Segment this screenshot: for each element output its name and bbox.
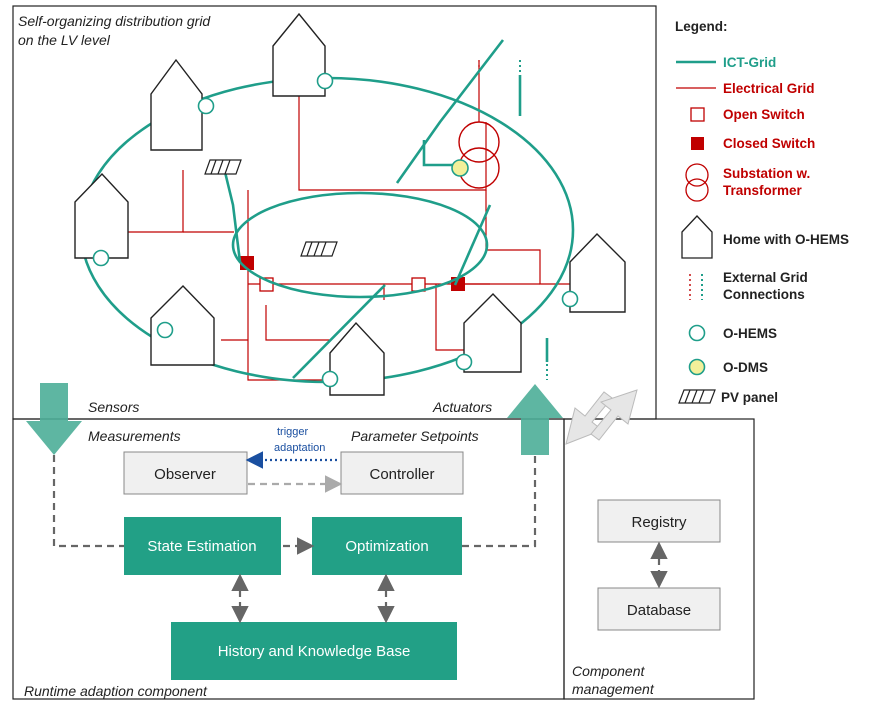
controller-box [340, 451, 464, 495]
sensors-arrow [26, 383, 82, 455]
pv-panel-icon [204, 159, 242, 175]
pv-panel-icon [300, 241, 338, 257]
legend-item-electrical: Electrical Grid [723, 81, 815, 96]
observer-label: Observer [154, 466, 216, 483]
home-icon [681, 215, 713, 259]
optimization-box [312, 517, 462, 575]
home-icon [569, 233, 626, 313]
legend-title: Legend: [675, 19, 728, 34]
grid-panel-title: Self-organizing distribution grid [18, 13, 211, 29]
sensors-label: Sensors [88, 399, 139, 415]
state-estimation-label: State Estimation [147, 538, 256, 555]
legend-item-substation: Substation w. [723, 166, 810, 181]
home-icon [329, 321, 385, 396]
legend-item-substation-2: Transformer [723, 183, 803, 198]
legend-item-external-2: Connections [723, 287, 805, 302]
legend-item-open-switch: Open Switch [723, 107, 805, 122]
transformer-icon [685, 163, 709, 202]
controller-label: Controller [369, 466, 434, 483]
home-icon [272, 12, 326, 97]
legend-item-odms: O-DMS [723, 360, 768, 375]
registry-label: Registry [631, 514, 687, 531]
observer-box [123, 451, 248, 495]
actuators-label: Actuators [432, 399, 492, 415]
pv-panel-icon [678, 389, 716, 404]
odms-circle-icon [451, 159, 469, 177]
optimization-label: Optimization [345, 538, 428, 555]
external-connection-icon [689, 274, 703, 300]
open-switch-icon [690, 107, 705, 122]
legend-item-closed-switch: Closed Switch [723, 136, 815, 151]
ohems-circle-icon [92, 72, 579, 388]
database-label: Database [627, 602, 691, 619]
parameter-setpoints-label: Parameter Setpoints [351, 428, 479, 444]
history-label: History and Knowledge Base [218, 643, 411, 660]
component-caption-2: management [572, 681, 655, 697]
legend-item-external: External Grid [723, 270, 808, 285]
state-estimation-box [124, 517, 281, 575]
component-link-arrows [565, 389, 638, 445]
database-box [597, 587, 721, 631]
trigger-label: trigger [277, 426, 309, 438]
legend-item-ohems: O-HEMS [723, 326, 777, 341]
grid-panel-subtitle: on the LV level [18, 32, 111, 48]
ohems-circle-icon [688, 324, 706, 342]
home-icon [150, 285, 215, 366]
home-icon [74, 172, 129, 259]
legend-item-ict: ICT-Grid [723, 55, 776, 70]
runtime-caption: Runtime adaption component [24, 683, 208, 699]
legend-item-pv: PV panel [721, 390, 778, 405]
history-box [171, 622, 457, 680]
runtime-connectors [52, 455, 537, 624]
legend-item-home: Home with O-HEMS [723, 232, 849, 247]
external-connection-icon [519, 60, 548, 380]
adaptation-label: adaptation [274, 442, 325, 454]
registry-box [597, 499, 721, 543]
home-icon [463, 293, 522, 373]
component-panel-frame [563, 418, 755, 700]
closed-switch-icon [691, 137, 704, 150]
home-icon [150, 58, 203, 151]
odms-circle-icon [688, 358, 706, 376]
component-caption: Component [572, 663, 645, 679]
actuators-arrow [507, 384, 563, 455]
measurements-label: Measurements [88, 428, 181, 444]
substation-transformer [458, 121, 500, 189]
